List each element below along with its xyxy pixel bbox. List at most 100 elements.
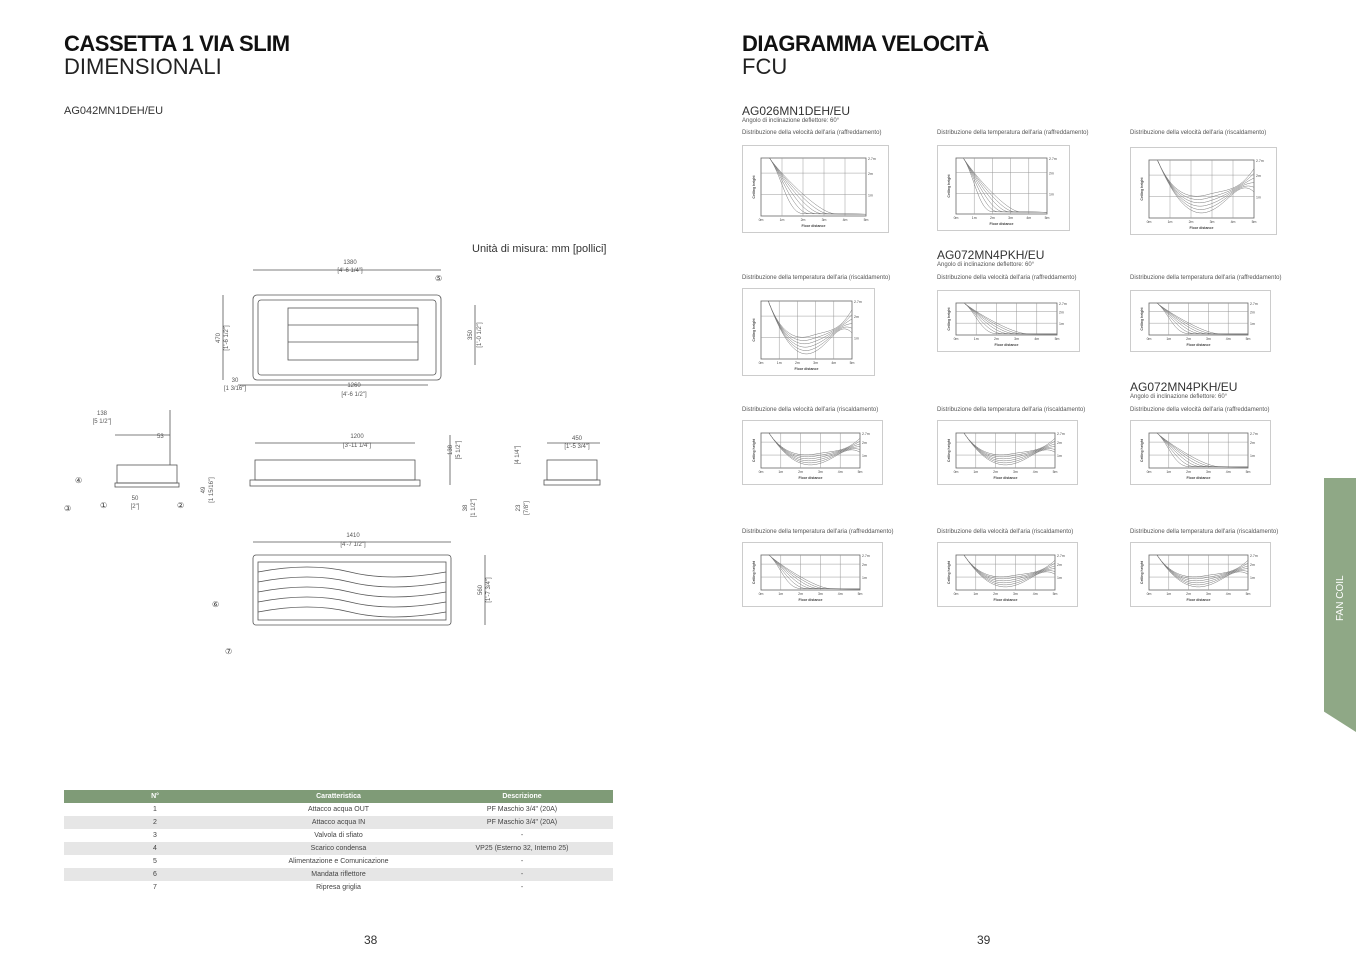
- x-axis-label: Floor distance: [990, 222, 1014, 226]
- distribution-curve: [1157, 159, 1255, 207]
- y-tick-label: 2.7m: [1250, 432, 1258, 436]
- x-tick-label: 0m: [1147, 592, 1152, 596]
- x-tick-label: 1m: [973, 470, 978, 474]
- y-tick-label: 1m: [1057, 576, 1062, 580]
- dim-side-a: 138: [97, 411, 108, 417]
- y-tick-label: 2m: [1059, 310, 1064, 314]
- dim-front-b-in: [1 1/2"]: [471, 498, 477, 517]
- dim-right-h: [4 1/4"]: [515, 445, 521, 464]
- distribution-curve: [768, 432, 861, 464]
- x-tick-label: 5m: [1252, 220, 1257, 224]
- distribution-curve: [1156, 554, 1249, 588]
- y-axis-label: Ceiling height: [1140, 177, 1144, 201]
- x-tick-label: 4m: [1226, 337, 1231, 341]
- x-tick-label: 1m: [974, 337, 979, 341]
- x-tick-label: 3m: [813, 361, 818, 365]
- plot-area: [955, 432, 1056, 469]
- x-tick-label: 4m: [1033, 592, 1038, 596]
- x-tick-label: 0m: [954, 216, 959, 220]
- cell-description: -: [520, 832, 524, 839]
- distribution-curve: [963, 432, 1056, 464]
- distribution-curve: [768, 432, 861, 462]
- chart-caption: Distribuzione della temperatura dell'ari…: [937, 407, 1086, 413]
- x-axis-label: Floor distance: [1190, 226, 1214, 230]
- distribution-curve: [1157, 159, 1255, 210]
- x-tick-label: 2m: [993, 470, 998, 474]
- x-tick-label: 3m: [1014, 337, 1019, 341]
- cell-feature: Alimentazione e Comunicazione: [288, 858, 389, 865]
- x-axis-label: Floor distance: [1187, 598, 1211, 602]
- group-2-angle: Angolo di inclinazione deflettore: 60°: [937, 262, 1035, 268]
- x-axis-label: Floor distance: [994, 476, 1018, 480]
- dim-front-width: 1200: [350, 434, 364, 440]
- section-side-tab[interactable]: FAN COIL: [1324, 478, 1356, 732]
- group-3-model: AG072MN4PKH/EU: [1130, 380, 1238, 394]
- y-tick-label: 2m: [868, 172, 873, 176]
- y-tick-label: 2m: [862, 441, 867, 445]
- x-tick-label: 1m: [1166, 337, 1171, 341]
- group-1-model: AG026MN1DEH/EU: [742, 104, 851, 118]
- x-tick-label: 5m: [864, 218, 869, 222]
- plot-area: [955, 157, 1048, 215]
- distribution-curve: [1157, 159, 1255, 214]
- y-tick-label: 1m: [862, 576, 867, 580]
- plot-area: [1148, 159, 1255, 219]
- chart-caption: Distribuzione della temperatura dell'ari…: [1130, 275, 1282, 281]
- dim-grille-w-in: [4'-7 1/2"]: [340, 542, 366, 548]
- cell-feature: Scarico condensa: [246, 842, 431, 855]
- x-tick-label: 2m: [993, 592, 998, 596]
- dim-offset: 30: [232, 378, 239, 384]
- x-tick-label: 0m: [1147, 470, 1152, 474]
- page-number-left: 38: [364, 933, 378, 947]
- plot-area: [955, 302, 1058, 336]
- cell-feature: Ripresa griglia: [316, 884, 361, 891]
- callout-5: ⑤: [435, 274, 442, 283]
- y-axis-label: Ceiling height: [947, 438, 951, 462]
- group-1-angle: Angolo di inclinazione deflettore: 60°: [742, 118, 840, 124]
- callout-1: ①: [100, 501, 107, 510]
- y-tick-label: 2.7m: [854, 300, 862, 304]
- cell-description: -: [431, 868, 613, 881]
- x-tick-label: 2m: [1189, 220, 1194, 224]
- x-tick-label: 3m: [1013, 592, 1018, 596]
- plot-area: [760, 432, 861, 469]
- cell-description: -: [520, 884, 524, 891]
- distribution-curve: [1156, 302, 1249, 335]
- distribution-curve: [768, 554, 861, 590]
- x-tick-label: 4m: [831, 361, 836, 365]
- dimension-drawing: 1380 [4'-6 1/4"] 470 [1'-6 1/2"] 350 [1'…: [64, 260, 601, 656]
- cell-number: 3: [153, 832, 157, 839]
- x-tick-label: 1m: [1166, 592, 1171, 596]
- chart-caption: Distribuzione della velocità dell'aria (…: [742, 407, 879, 413]
- x-tick-label: 4m: [1226, 470, 1231, 474]
- y-tick-label: 2m: [1057, 441, 1062, 445]
- x-axis-label: Floor distance: [995, 343, 1019, 347]
- y-tick-label: 2.7m: [862, 432, 870, 436]
- y-axis-label: Ceiling height: [1140, 438, 1144, 462]
- y-tick-label: 2.7m: [862, 554, 870, 558]
- plot-area: [1148, 554, 1249, 591]
- dim-side-b: 53: [157, 434, 164, 440]
- cell-number: 2: [64, 816, 246, 829]
- x-tick-label: 0m: [759, 592, 764, 596]
- x-tick-label: 2m: [1186, 337, 1191, 341]
- y-tick-label: 2m: [1250, 441, 1255, 445]
- y-tick-label: 2m: [862, 563, 867, 567]
- distribution-curve: [963, 302, 1058, 335]
- dim-top-width: 1380: [343, 260, 357, 266]
- distribution-curve: [768, 432, 861, 460]
- y-axis-label: Ceiling height: [752, 318, 756, 342]
- x-tick-label: 2m: [990, 216, 995, 220]
- y-tick-label: 2.7m: [1250, 302, 1258, 306]
- x-tick-label: 3m: [1206, 337, 1211, 341]
- distribution-curve: [768, 300, 853, 355]
- y-tick-label: 2.7m: [1059, 302, 1067, 306]
- cell-number: 1: [153, 806, 157, 813]
- cell-feature: Mandata riflettore: [246, 868, 431, 881]
